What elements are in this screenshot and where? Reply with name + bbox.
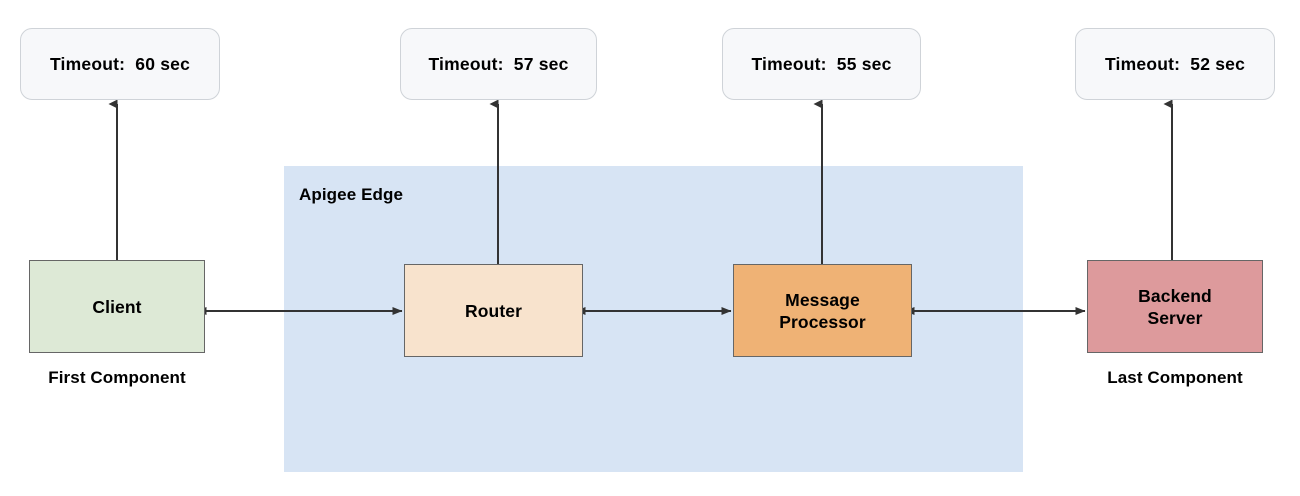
apigee-edge-label: Apigee Edge [299, 185, 404, 204]
apigee-edge-region [284, 166, 1023, 472]
component-message-processor-label: Message Processor [779, 289, 866, 333]
caption-first-component: First Component [48, 368, 186, 387]
router-timeout-text: Timeout: 57 sec [428, 53, 569, 74]
component-message-processor-label-line1: Message [785, 289, 860, 310]
component-router: Router [404, 264, 583, 357]
component-backend-server-label: Backend Server [1138, 285, 1212, 329]
backend-timeout-callout: Timeout: 52 sec [1075, 28, 1275, 100]
component-client: Client [29, 260, 205, 353]
component-backend-server-label-line1: Backend [1138, 285, 1212, 306]
component-backend-server: Backend Server [1087, 260, 1263, 353]
client-timeout-callout: Timeout: 60 sec [20, 28, 220, 100]
router-timeout-callout: Timeout: 57 sec [400, 28, 597, 100]
component-client-label: Client [92, 296, 142, 317]
component-router-label: Router [465, 300, 522, 321]
component-backend-server-label-line2: Server [1147, 307, 1203, 328]
component-message-processor: Message Processor [733, 264, 912, 357]
backend-timeout-text: Timeout: 52 sec [1104, 53, 1245, 74]
message-processor-timeout-callout: Timeout: 55 sec [722, 28, 921, 100]
component-message-processor-label-line2: Processor [779, 311, 866, 332]
caption-last-component: Last Component [1107, 368, 1243, 387]
message-processor-timeout-text: Timeout: 55 sec [751, 53, 892, 74]
client-timeout-text: Timeout: 60 sec [49, 53, 190, 74]
